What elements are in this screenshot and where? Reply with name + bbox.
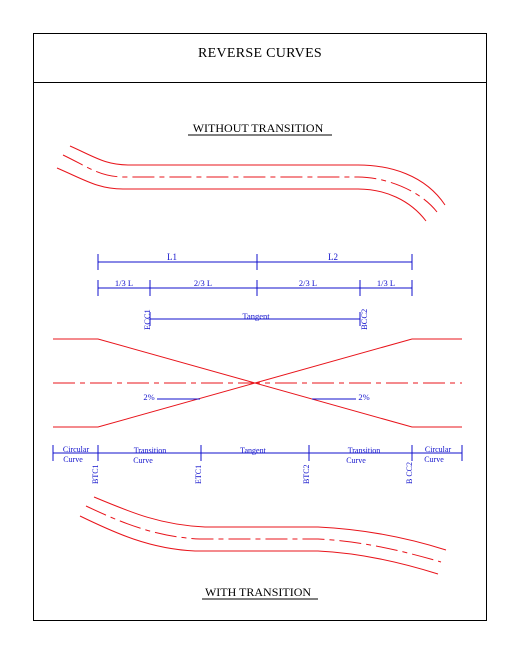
seg-label-transition-right-2: Curve	[346, 456, 366, 465]
seg-label-circular-left-2: Curve	[63, 455, 83, 464]
dim-label-two-third-left: 2/3 L	[194, 278, 212, 288]
road-centerline-bottom	[85, 505, 442, 563]
ecc1-label: ECC1	[142, 309, 152, 330]
grade-label-left: 2%	[143, 392, 154, 402]
road-plan-with-transition	[79, 496, 447, 575]
dimension-lines	[97, 254, 413, 326]
superelevation-diagram	[53, 338, 462, 428]
point-label-btc1: BTC1	[91, 464, 100, 484]
tangent-top-label: Tangent	[242, 311, 270, 321]
road-edge-inner-top	[56, 167, 427, 222]
road-plan-without-transition	[56, 145, 446, 222]
section-heading-without-transition: WITHOUT TRANSITION	[193, 121, 324, 135]
road-edge-outer-top	[69, 145, 446, 206]
dim-label-l1: L1	[167, 252, 177, 262]
seg-label-circular-right-2: Curve	[424, 455, 444, 464]
bcc2-label: BCC2	[359, 309, 369, 330]
dim-label-third-left: 1/3 L	[115, 278, 133, 288]
road-edge-outer-bottom	[93, 496, 447, 551]
point-label-etc1: ETC1	[194, 465, 203, 484]
grade-label-right: 2%	[358, 392, 369, 402]
point-label-btc2: BTC2	[302, 464, 311, 484]
drawing-frame: REVERSE CURVES	[33, 33, 487, 621]
drawing-title: REVERSE CURVES	[197, 46, 323, 61]
dim-label-third-right: 1/3 L	[377, 278, 395, 288]
title-separator	[34, 82, 486, 83]
seg-label-circular-left-1: Circular	[63, 445, 90, 454]
seg-label-transition-right-1: Transition	[348, 446, 381, 455]
seg-label-transition-left-1: Transition	[134, 446, 167, 455]
seg-label-transition-left-2: Curve	[133, 456, 153, 465]
point-label-bcc2: B CC2	[405, 462, 414, 484]
section-heading-with-transition: WITH TRANSITION	[205, 585, 311, 599]
seg-label-tangent: Tangent	[240, 446, 266, 455]
seg-label-circular-right-1: Circular	[425, 445, 452, 454]
dim-label-two-third-right: 2/3 L	[299, 278, 317, 288]
dim-label-l2: L2	[328, 252, 338, 262]
road-edge-inner-bottom	[79, 515, 439, 575]
segment-bar	[52, 445, 463, 461]
road-centerline-top	[62, 154, 438, 213]
